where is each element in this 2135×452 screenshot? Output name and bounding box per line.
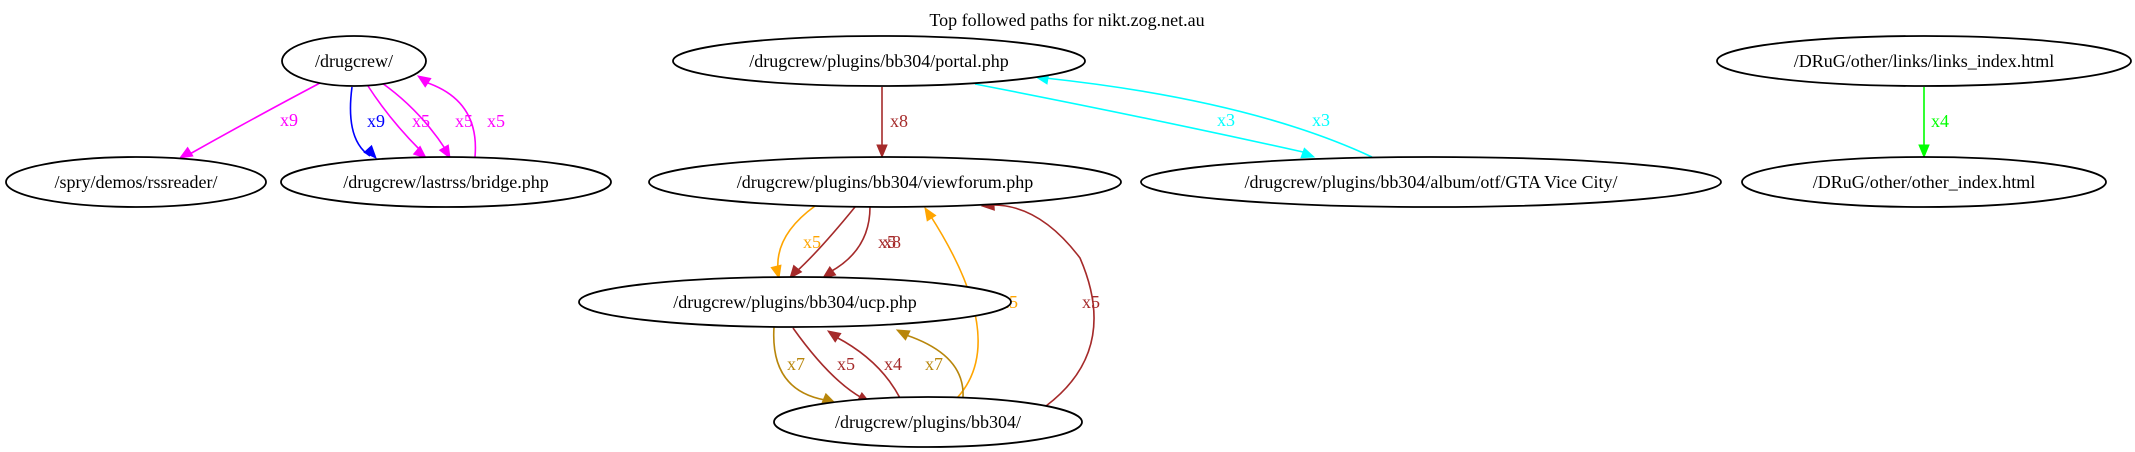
node-label: /DRuG/other/other_index.html xyxy=(1813,172,2035,192)
nodes-layer: /drugcrew/ /spry/demos/rssreader/ /drugcre… xyxy=(5,35,2132,448)
edges-layer: x9x9x5x5x5x8x3x3x5x8x5x5x5x7x5x4x7x4 xyxy=(178,73,1949,407)
node-label: /drugcrew/lastrss/bridge.php xyxy=(343,172,548,192)
edge-label: x5 xyxy=(837,354,855,374)
node-label: /drugcrew/plugins/bb304/viewforum.php xyxy=(737,172,1033,192)
edge-label: x5 xyxy=(1082,292,1100,312)
edge-portal-to-viewforum: x8 xyxy=(876,87,908,159)
node-label: /drugcrew/plugins/bb304/portal.php xyxy=(749,51,1008,71)
node-other_index: /DRuG/other/other_index.html xyxy=(1741,156,2107,208)
arrowhead-icon xyxy=(924,206,937,222)
node-label: /drugcrew/plugins/bb304/album/otf/GTA Vi… xyxy=(1244,172,1617,192)
arrowhead-icon xyxy=(826,330,842,343)
edge-line xyxy=(424,81,477,158)
edge-drugcrew-to-rssreader: x9 xyxy=(178,82,321,159)
edge-viewforum-to-ucp: x5 xyxy=(821,206,896,279)
edge-label: x5 xyxy=(878,232,896,252)
edge-line xyxy=(974,83,1304,153)
arrowhead-icon xyxy=(1300,147,1316,159)
edge-album-to-portal: x3 xyxy=(1034,73,1373,158)
node-ellipse xyxy=(1716,35,2132,87)
node-bb304: /drugcrew/plugins/bb304/ xyxy=(773,396,1083,448)
node-label: /drugcrew/ xyxy=(315,51,393,71)
arrowhead-icon xyxy=(789,264,803,280)
node-ellipse xyxy=(672,35,1086,87)
edge-links_index-to-other_index: x4 xyxy=(1918,87,1949,159)
node-ellipse xyxy=(1741,156,2107,208)
arrowhead-icon xyxy=(412,145,427,159)
edge-line xyxy=(187,82,321,156)
arrowhead-icon xyxy=(438,144,451,160)
edge-line xyxy=(992,204,1095,407)
edge-line xyxy=(795,206,856,273)
edge-label: x4 xyxy=(1931,111,1949,131)
edge-label: x7 xyxy=(787,354,805,374)
edge-portal-to-album: x3 xyxy=(974,83,1316,159)
edge-line xyxy=(381,82,447,151)
node-rssreader: /spry/demos/rssreader/ xyxy=(5,156,267,208)
arrowhead-icon xyxy=(1918,144,1930,159)
edge-viewforum-to-ucp: x8 xyxy=(789,206,901,280)
edge-label: x8 xyxy=(883,232,901,252)
graph-title: Top followed paths for nikt.zog.net.au xyxy=(929,10,1204,30)
edge-ucp-to-bb304: x7 xyxy=(772,326,837,404)
edge-line xyxy=(829,206,871,273)
node-ellipse xyxy=(5,156,267,208)
edge-line xyxy=(929,214,979,399)
arrowhead-icon xyxy=(770,264,782,280)
node-drugcrew: /drugcrew/ xyxy=(281,35,427,87)
edge-label: x8 xyxy=(890,111,908,131)
node-label: /DRuG/other/links/links_index.html xyxy=(1794,51,2055,71)
edge-drugcrew-to-bridge: x5 xyxy=(367,85,430,159)
edge-line xyxy=(835,336,901,399)
edge-line xyxy=(777,205,816,271)
node-ellipse xyxy=(280,156,612,208)
arrowhead-icon xyxy=(363,144,377,159)
node-label: /drugcrew/plugins/bb304/ucp.php xyxy=(673,292,916,312)
edge-line xyxy=(792,327,863,399)
edge-bridge-to-drugcrew: x5 xyxy=(416,75,505,158)
node-bridge: /drugcrew/lastrss/bridge.php xyxy=(280,156,612,208)
edge-line xyxy=(367,85,421,151)
node-links_index: /DRuG/other/links/links_index.html xyxy=(1716,35,2132,87)
node-ellipse xyxy=(1140,156,1722,208)
node-label: /spry/demos/rssreader/ xyxy=(55,172,218,192)
arrowhead-icon xyxy=(876,144,888,159)
arrowhead-icon xyxy=(895,329,911,341)
edge-line xyxy=(905,334,964,398)
edge-label: x5 xyxy=(412,111,430,131)
edge-label: x7 xyxy=(925,354,943,374)
edge-drugcrew-to-bridge: x9 xyxy=(349,86,385,159)
arrowhead-icon xyxy=(416,75,432,88)
edge-label: x5 xyxy=(487,111,505,131)
edge-label: x9 xyxy=(280,110,298,130)
edge-bb304-to-ucp: x4 xyxy=(826,330,902,399)
edge-label: x4 xyxy=(884,354,902,374)
node-ellipse xyxy=(648,156,1122,208)
arrowhead-icon xyxy=(178,146,194,159)
edge-line xyxy=(1044,77,1373,158)
node-album: /drugcrew/plugins/bb304/album/otf/GTA Vi… xyxy=(1140,156,1722,208)
node-ucp: /drugcrew/plugins/bb304/ucp.php xyxy=(578,276,1012,328)
edge-line xyxy=(772,326,826,401)
node-ellipse xyxy=(578,276,1012,328)
edge-viewforum-to-ucp: x5 xyxy=(770,205,821,280)
edge-label: x3 xyxy=(1217,110,1235,130)
edge-label: x5 xyxy=(803,232,821,252)
node-label: /drugcrew/plugins/bb304/ xyxy=(835,412,1021,432)
edge-label: x3 xyxy=(1312,110,1330,130)
edge-bb304-to-ucp: x7 xyxy=(895,329,964,398)
node-portal: /drugcrew/plugins/bb304/portal.php xyxy=(672,35,1086,87)
edge-label: x9 xyxy=(367,111,385,131)
node-ellipse xyxy=(281,35,427,87)
node-viewforum: /drugcrew/plugins/bb304/viewforum.php xyxy=(648,156,1122,208)
node-ellipse xyxy=(773,396,1083,448)
